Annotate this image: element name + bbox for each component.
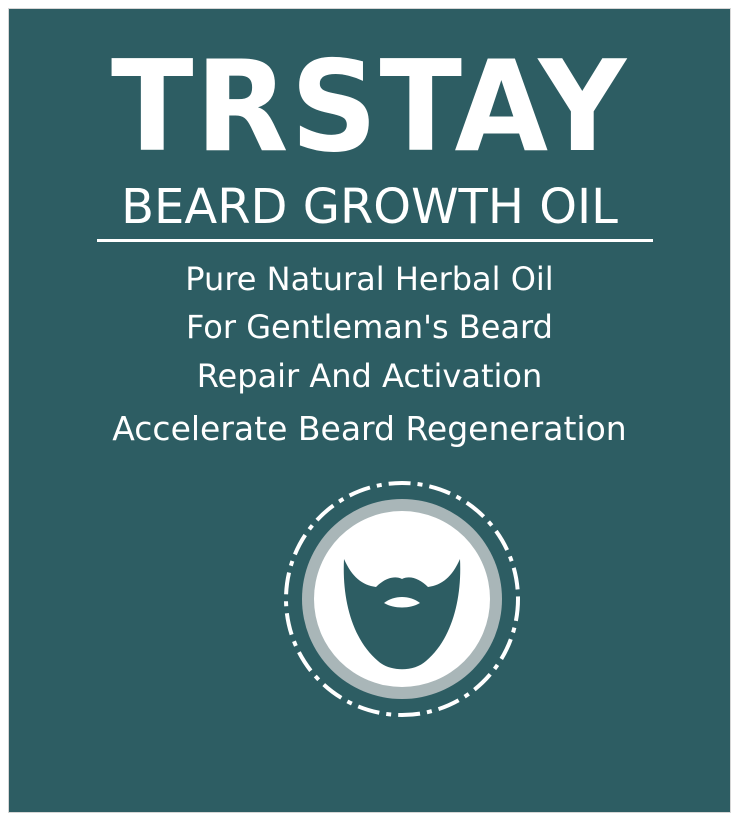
- tagline-4: Accelerate Beard Regeneration: [112, 409, 627, 448]
- tagline-3: Repair And Activation: [196, 357, 543, 395]
- beard-emblem: [284, 481, 520, 717]
- beard-icon: [343, 559, 461, 670]
- dashed-ring: [284, 481, 520, 717]
- tagline-2: For Gentleman's Beard: [186, 308, 553, 346]
- brand-name: TRSTAY: [110, 33, 629, 180]
- product-title: BEARD GROWTH OIL: [121, 179, 618, 235]
- title-underline: [97, 239, 653, 242]
- mouth-gap: [384, 597, 420, 608]
- tagline-1: Pure Natural Herbal Oil: [185, 260, 554, 298]
- product-label: TRSTAY BEARD GROWTH OIL Pure Natural Her…: [8, 8, 731, 813]
